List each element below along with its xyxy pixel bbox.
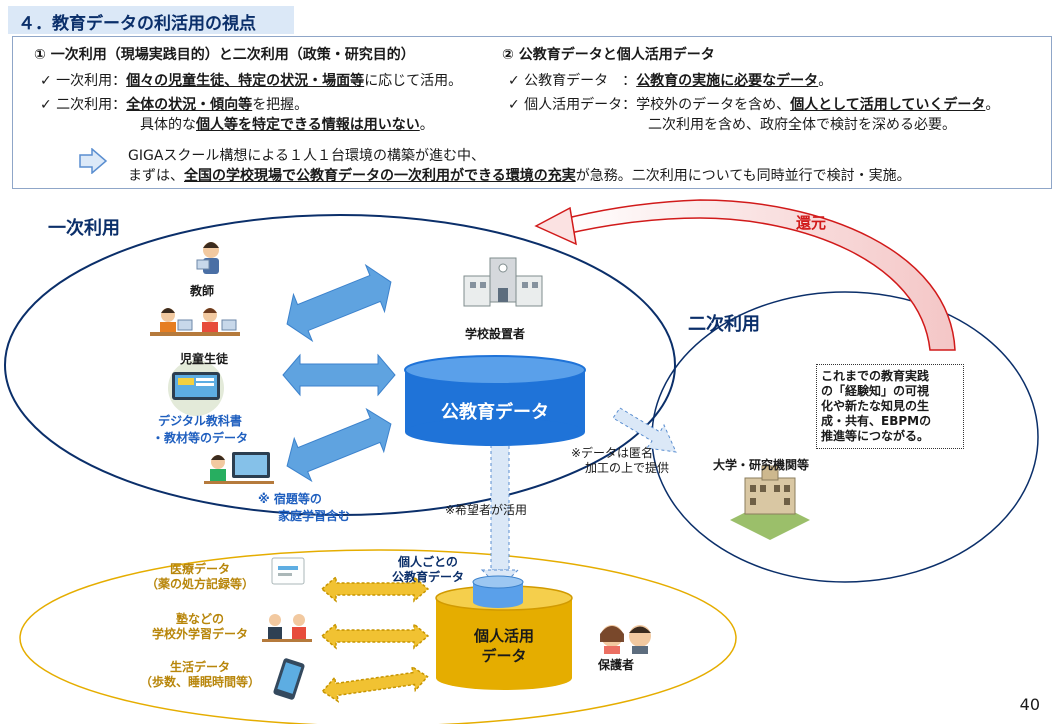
medical-line-2: （薬の処方記録等） [145,577,254,591]
primary-emph: 個々の児童生徒、特定の状況・場面等 [126,73,365,89]
personal-data-line-2: データ [481,647,527,665]
guardians-label: 保護者 [598,658,635,672]
personal-data-label: 個人活用 データ [436,626,572,666]
public-suffix: 。 [818,73,833,89]
exchange-arrows [282,263,396,483]
page-number: 40 [1019,695,1040,714]
cram-line-2: 学校外学習データ [151,627,248,641]
primary-use-title: 一次利用 [48,218,120,239]
secondary-prefix: ✓ 二次利用： [40,97,127,113]
anon-line-2: 加工の上で提供 [585,461,670,475]
university-building-icon [730,465,810,540]
students-label: 児童生徒 [180,352,229,366]
cram-data-label: 塾などの 学校外学習データ [130,612,270,642]
exchange-arrow-teacher [286,263,392,343]
per-person-label: 個人ごとの 公教育データ [380,555,476,585]
digital-line-1: デジタル教科書 [158,414,242,428]
medical-data-label: 医療データ （薬の処方記録等） [130,562,270,592]
experience-line-3: 化や新たな知見の生 [821,399,930,413]
personal-data-line-2: 二次利用を含め、政府全体で検討を深める必要。 [648,117,956,133]
exchange-arrow-digital [286,407,392,483]
homework-icon [204,452,274,484]
medical-record-icon [271,557,305,585]
students-icon [150,308,240,336]
experience-line-5: 推進等につながる。 [821,429,930,443]
personal-data-cylinder [435,575,573,690]
secondary2-suffix: 。 [419,117,434,133]
giga-prefix: まずは、 [128,168,184,184]
primary-prefix: ✓ 一次利用： [40,73,127,89]
cram-school-icon [262,614,312,642]
secondary-emph: 全体の状況・傾向等 [126,97,253,113]
heading-primary-secondary: ① 一次利用（現場実践目的）と二次利用（政策・研究目的） [34,47,415,63]
experience-line-2: の「経験知」の可視 [821,384,930,398]
cram-line-1: 塾などの [175,612,224,626]
return-arrow-head [534,206,577,246]
digital-textbook-label: デジタル教科書 ・教材等のデータ [140,412,260,446]
teacher-icon [196,242,219,274]
personal-prefix: ✓ 個人活用データ：学校外のデータを含め、 [508,97,791,113]
return-label: 還元 [796,214,827,232]
school-building-icon [463,257,543,307]
personal-emph: 個人として活用していくデータ [790,97,986,113]
personal-suffix: 。 [985,97,1000,113]
anonymized-note: ※データは匿名 加工の上で提供 [571,446,669,476]
personal-data-line-1: 個人活用 [473,627,534,645]
page-title: ４．教育データの利活用の視点 [18,14,256,34]
right-arrow-icon [79,148,108,174]
digital-textbook-icon [168,360,224,416]
per-person-line-2: 公教育データ [391,570,464,584]
giga-suffix: が急務。二次利用についても同時並行で検討・実施。 [575,168,911,184]
giga-line-2: まずは、全国の学校現場で公教育データの一次利用ができる環境の充実が急務。二次利用… [128,165,911,185]
exchange-arrow-students [282,353,396,397]
applicant-note: ※希望者が活用 [445,503,528,517]
secondary-use-line-2: 具体的な個人等を特定できる情報は用いない。 [140,114,434,134]
smartphone-icon [273,658,305,700]
university-label: 大学・研究機関等 [713,458,810,472]
secondary-use-line: ✓ 二次利用：全体の状況・傾向等を把握。 [40,94,308,114]
medical-line-1: 医療データ [169,562,230,576]
viewpoint-box [12,36,1052,189]
secondary2-emph: 個人等を特定できる情報は用いない [196,117,420,133]
anon-line-1: ※データは匿名 [571,446,654,460]
giga-emph: 全国の学校現場で公教育データの一次利用ができる環境の充実 [184,168,576,184]
public-data-label: 公教育データ [441,402,549,423]
title-bar [8,6,294,34]
public-data-line: ✓ 公教育データ ：公教育の実施に必要なデータ。 [508,70,832,90]
homework-line-1: ※ 宿題等の [258,492,322,506]
personal-data-line: ✓ 個人活用データ：学校外のデータを含め、個人として活用していくデータ。 [508,94,999,114]
experience-line-1: これまでの教育実践 [821,369,930,383]
personal-data-ellipse [19,549,737,724]
giga-line-1: GIGAスクール構想による１人１台環境の構築が進む中、 [128,148,485,164]
digital-line-2: ・教材等のデータ [151,431,248,445]
homework-label: ※ 宿題等の 家庭学習含む [258,490,350,524]
life-line-1: 生活データ [169,660,230,674]
experience-box: これまでの教育実践 の「経験知」の可視 化や新たな知見の生 成・共有、EBPMの… [816,364,964,449]
heading-public-personal: ② 公教育データと個人活用データ [502,47,715,63]
experience-line-4: 成・共有、EBPMの [821,414,932,428]
teacher-label: 教師 [190,284,215,298]
school-founder-label: 学校設置者 [465,327,526,341]
life-line-2: （歩数、睡眠時間等） [139,675,260,689]
guardians-icon [600,625,651,654]
public-data-cylinder [404,355,586,446]
secondary-suffix: を把握。 [252,97,309,113]
per-person-line-1: 個人ごとの [398,555,458,569]
primary-use-line: ✓ 一次利用：個々の児童生徒、特定の状況・場面等に応じて活用。 [40,70,462,90]
life-data-label: 生活データ （歩数、睡眠時間等） [126,660,274,690]
primary-suffix: に応じて活用。 [364,73,463,89]
secondary-use-title: 二次利用 [688,314,760,335]
data-flow-diagram [4,199,1039,724]
anonymized-arrow [612,407,677,453]
medical-data-arrow [320,575,430,603]
cram-data-arrow [320,622,430,650]
secondary2-prefix: 具体的な [140,117,196,133]
public-emph: 公教育の実施に必要なデータ [636,73,819,89]
primary-use-ellipse [4,214,676,516]
life-data-arrow [321,665,429,703]
personal-data-arrows [320,575,430,703]
public-prefix: ✓ 公教育データ ： [508,73,637,89]
homework-line-2: 家庭学習含む [278,509,351,523]
